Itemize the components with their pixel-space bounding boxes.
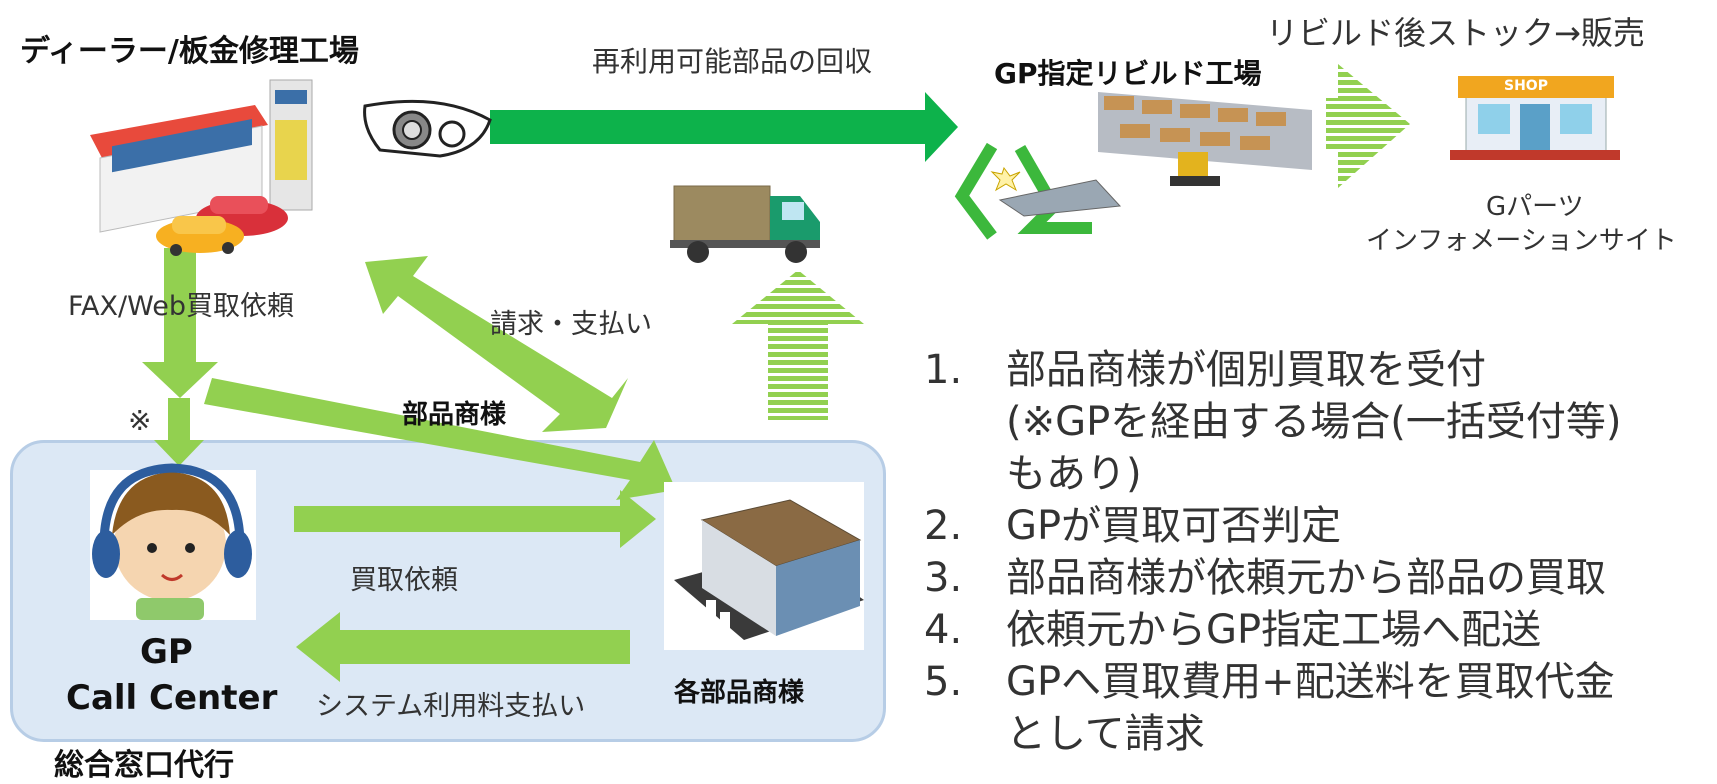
step-item: 5. GPへ買取費用+配送料を買取代金として請求: [924, 656, 1621, 760]
recycle-icon: [954, 142, 1122, 240]
system-fee-arrow: [296, 612, 630, 682]
dealer-label: ディーラー/板金修理工場: [20, 34, 359, 69]
gp-label: GP: [140, 632, 193, 672]
step-number: 5.: [924, 659, 963, 705]
step-number: 2.: [924, 503, 963, 549]
note-mark: ※: [128, 404, 152, 437]
dealer-to-parts-arrow: [204, 378, 676, 500]
call-center-operator-icon: [90, 463, 256, 620]
dealer-building-icon: [90, 79, 313, 256]
parts-dealer-arrow-label: 部品商様: [402, 400, 507, 430]
shop-icon: [1450, 76, 1620, 160]
step-text: もあり): [1006, 451, 1142, 497]
step-text: GPが買取可否判定: [1006, 503, 1342, 549]
striped-right-arrow: [1326, 64, 1410, 188]
billing-label: 請求・支払い: [490, 309, 652, 340]
system-fee-label: システム利用料支払い: [316, 691, 586, 722]
buy-request-arrow: [294, 490, 656, 548]
step-text: として請求: [1006, 711, 1205, 757]
step-number: 3.: [924, 555, 963, 601]
step-text: GPへ買取費用+配送料を買取代金: [1006, 659, 1615, 705]
step-item: 4. 依頼元からGP指定工場へ配送: [924, 604, 1621, 656]
striped-up-arrow: [732, 270, 864, 420]
parts-dealers-label: 各部品商様: [674, 678, 805, 708]
fax-web-label: FAX/Web買取依頼: [68, 291, 294, 322]
step-text: 部品商様が依頼元から部品の買取: [1006, 555, 1606, 601]
collect-label: 再利用可能部品の回収: [592, 45, 873, 78]
truck-icon: [670, 185, 820, 263]
gparts-label-line1: Gパーツ: [1486, 192, 1584, 222]
step-item: 2. GPが買取可否判定: [924, 500, 1621, 552]
step-item: 1. 部品商様が個別買取を受付 (※GPを経由する場合(一括受付等) もあり): [924, 344, 1621, 500]
resale-label: リビルド後ストック→販売: [1266, 14, 1645, 52]
step-item: 3. 部品商様が依頼元から部品の買取: [924, 552, 1621, 604]
gparts-label-line2: インフォメーションサイト: [1366, 226, 1677, 256]
step-number: 1.: [924, 347, 963, 393]
collect-arrow: [490, 92, 958, 162]
parts-dealer-warehouse-icon: [664, 482, 864, 650]
step-text: 部品商様が個別買取を受付: [1006, 347, 1486, 393]
buy-request-label: 買取依頼: [350, 565, 458, 596]
step-text: (※GPを経由する場合(一括受付等): [1006, 399, 1622, 445]
shop-sign-text: SHOP: [1504, 78, 1548, 94]
rebuild-factory-label: GP指定リビルド工場: [994, 57, 1262, 90]
warehouse-shelves-icon: [1098, 92, 1312, 186]
headlight-icon: [363, 99, 492, 158]
billing-double-arrow: [365, 256, 628, 432]
general-window-label: 総合窓口代行: [54, 748, 234, 783]
steps-list: 1. 部品商様が個別買取を受付 (※GPを経由する場合(一括受付等) もあり) 2. G…: [924, 344, 1621, 760]
step-text: 依頼元からGP指定工場へ配送: [1006, 607, 1542, 653]
step-number: 4.: [924, 607, 963, 653]
dealer-down-arrow: [142, 248, 218, 466]
call-center-label: Call Center: [66, 678, 278, 718]
